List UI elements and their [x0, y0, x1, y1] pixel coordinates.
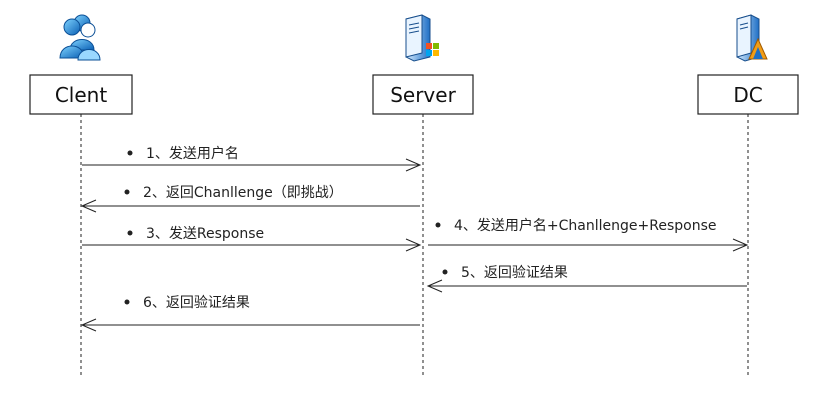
message-6: 6、返回验证结果 [80, 295, 420, 332]
bullet-dot [127, 230, 133, 236]
message-3-label: 3、发送Response [146, 226, 264, 242]
bullet-dot [435, 222, 441, 228]
users-icon [59, 14, 101, 61]
message-4: 4、发送用户名+Chanllenge+Response [428, 217, 749, 252]
actor-server: Server [372, 74, 474, 115]
bullet-dot [127, 150, 133, 156]
windows-server-icon [405, 14, 439, 62]
bullet-dot [442, 269, 448, 275]
message-6-label: 6、返回验证结果 [143, 295, 250, 311]
actor-dc-label: DC [733, 83, 762, 107]
actor-dc: DC [697, 74, 799, 115]
message-5: 5、返回验证结果 [426, 265, 747, 293]
bullet-dot [124, 299, 130, 305]
message-4-label: 4、发送用户名+Chanllenge+Response [454, 217, 716, 234]
message-1-label: 1、发送用户名 [146, 145, 239, 162]
bullet-dot [124, 189, 130, 195]
message-1: 1、发送用户名 [82, 145, 422, 172]
message-3: 3、发送Response [82, 226, 422, 252]
message-2: 2、返回Chanllenge（即挑战） [80, 185, 420, 213]
message-2-label: 2、返回Chanllenge（即挑战） [143, 185, 343, 201]
actor-server-label: Server [390, 83, 456, 107]
actor-client: Clent [29, 74, 133, 115]
message-5-label: 5、返回验证结果 [461, 265, 568, 281]
domain-controller-icon [736, 14, 768, 62]
actor-client-label: Clent [55, 83, 108, 107]
